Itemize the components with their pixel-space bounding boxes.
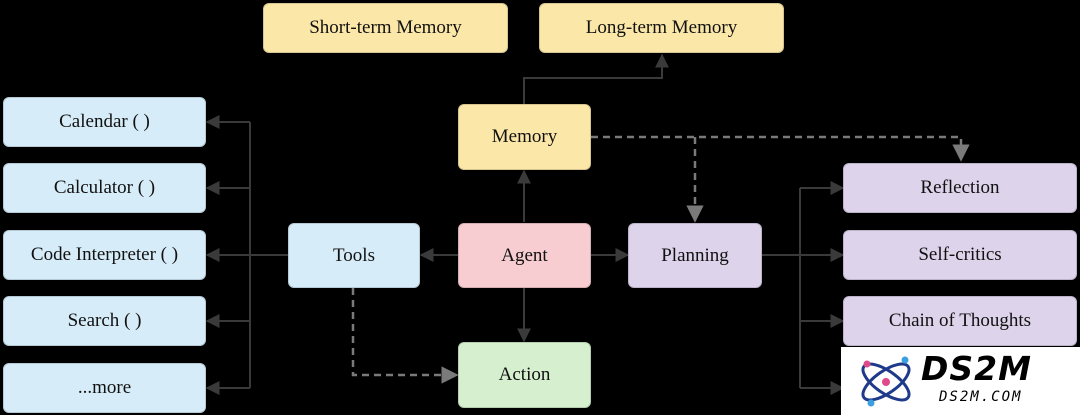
- tool-search-box: Search ( ): [3, 296, 206, 346]
- tool-more-label: ...more: [77, 377, 132, 398]
- long-term-memory-box: Long-term Memory: [539, 3, 784, 53]
- short-term-memory-label: Short-term Memory: [309, 17, 462, 38]
- action-label: Action: [498, 364, 551, 385]
- watermark-subtitle: DS2M.COM: [939, 389, 1023, 405]
- action-box: Action: [458, 342, 591, 408]
- atom-logo-icon: [861, 356, 911, 407]
- agent-label: Agent: [501, 244, 548, 266]
- short-term-memory-box: Short-term Memory: [263, 3, 508, 53]
- planning-reflection-label: Reflection: [920, 177, 1000, 198]
- tool-code-interpreter-box: Code Interpreter ( ): [3, 230, 206, 280]
- memory-label: Memory: [491, 126, 558, 147]
- tool-code-interpreter-label: Code Interpreter ( ): [30, 244, 179, 265]
- planning-self-critics-box: Self-critics: [843, 230, 1077, 280]
- tool-calendar-label: Calendar ( ): [59, 111, 150, 132]
- planning-reflection-box: Reflection: [843, 163, 1077, 213]
- tools-label: Tools: [333, 244, 375, 266]
- planning-chain-of-thoughts-label: Chain of Thoughts: [888, 310, 1032, 331]
- planning-chain-of-thoughts-box: Chain of Thoughts: [843, 296, 1077, 346]
- watermark-title: DS2M: [921, 349, 1032, 388]
- long-term-memory-label: Long-term Memory: [585, 17, 738, 38]
- agent-lines: [419, 169, 630, 343]
- planning-box: Planning: [628, 223, 762, 288]
- watermark: DS2M DS2M.COM: [841, 347, 1080, 415]
- memory-longterm-line: [523, 53, 669, 104]
- planning-bus-lines: [762, 181, 845, 395]
- memory-box: Memory: [458, 104, 591, 170]
- agent-box: Agent: [458, 223, 591, 288]
- tool-calculator-box: Calculator ( ): [3, 163, 206, 213]
- tool-more-box: ...more: [3, 363, 206, 413]
- dashed-lines: [351, 135, 970, 384]
- tools-box: Tools: [288, 223, 420, 288]
- tool-search-label: Search ( ): [67, 310, 142, 331]
- tool-calculator-label: Calculator ( ): [53, 177, 156, 198]
- tool-calendar-box: Calendar ( ): [3, 97, 206, 147]
- planning-label: Planning: [661, 244, 729, 266]
- planning-self-critics-label: Self-critics: [918, 244, 1002, 265]
- tools-bus-lines: [205, 115, 288, 395]
